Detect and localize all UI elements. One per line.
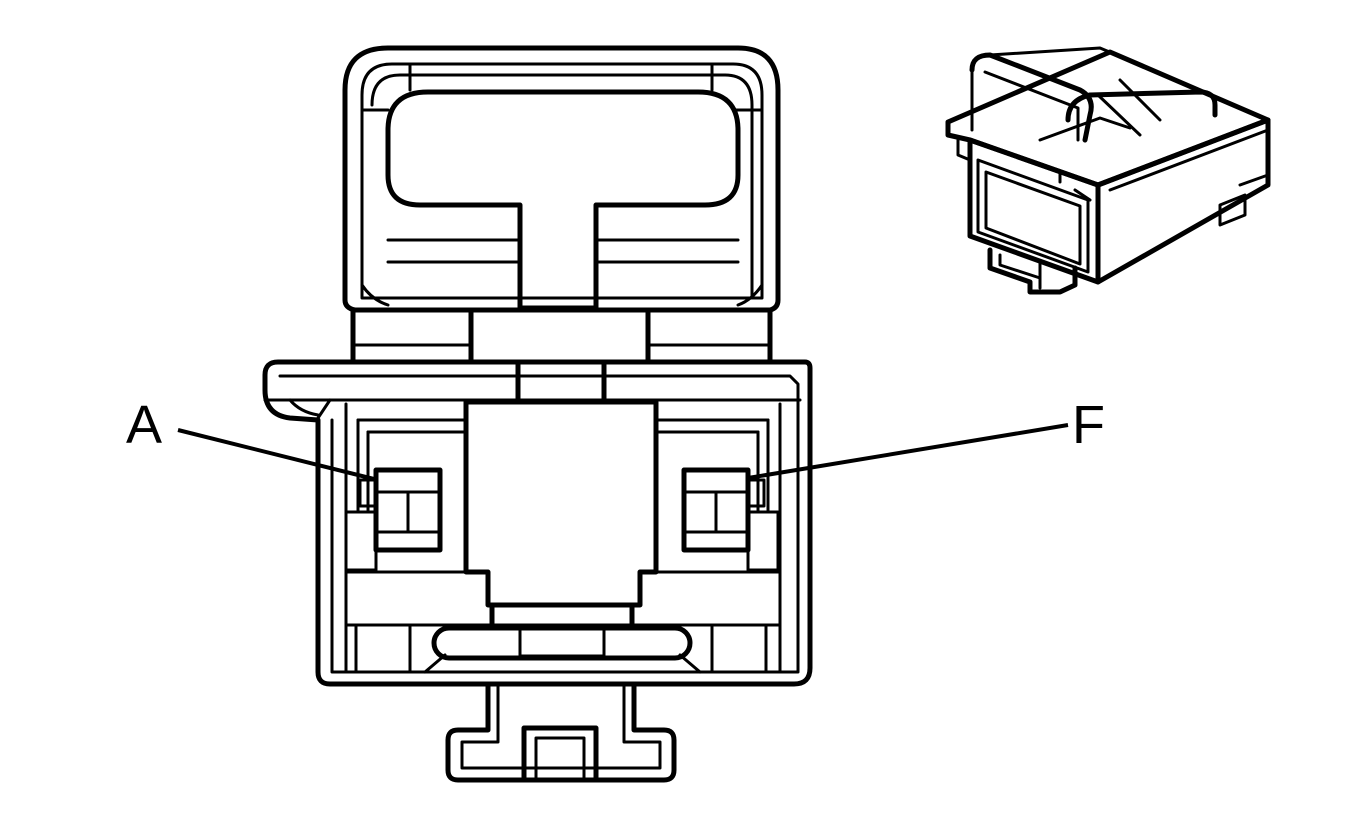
pin-label-f-group: F [747,395,1105,480]
lower-seal-area [344,570,782,674]
pin-label-a-group: A [126,395,379,482]
leader-line-f [747,423,1069,480]
terminal-cavity-f [681,467,780,572]
pin-label-f: F [1072,395,1105,455]
center-key-block [463,399,659,630]
terminal-cavity-a [344,467,443,572]
latch-posts [350,307,773,365]
pin-label-a: A [126,395,162,455]
connector-face-view [262,45,813,783]
connector-isometric-view [945,46,1271,295]
leader-line-a [177,428,379,482]
connector-latch [342,45,781,313]
release-tab [445,681,677,783]
